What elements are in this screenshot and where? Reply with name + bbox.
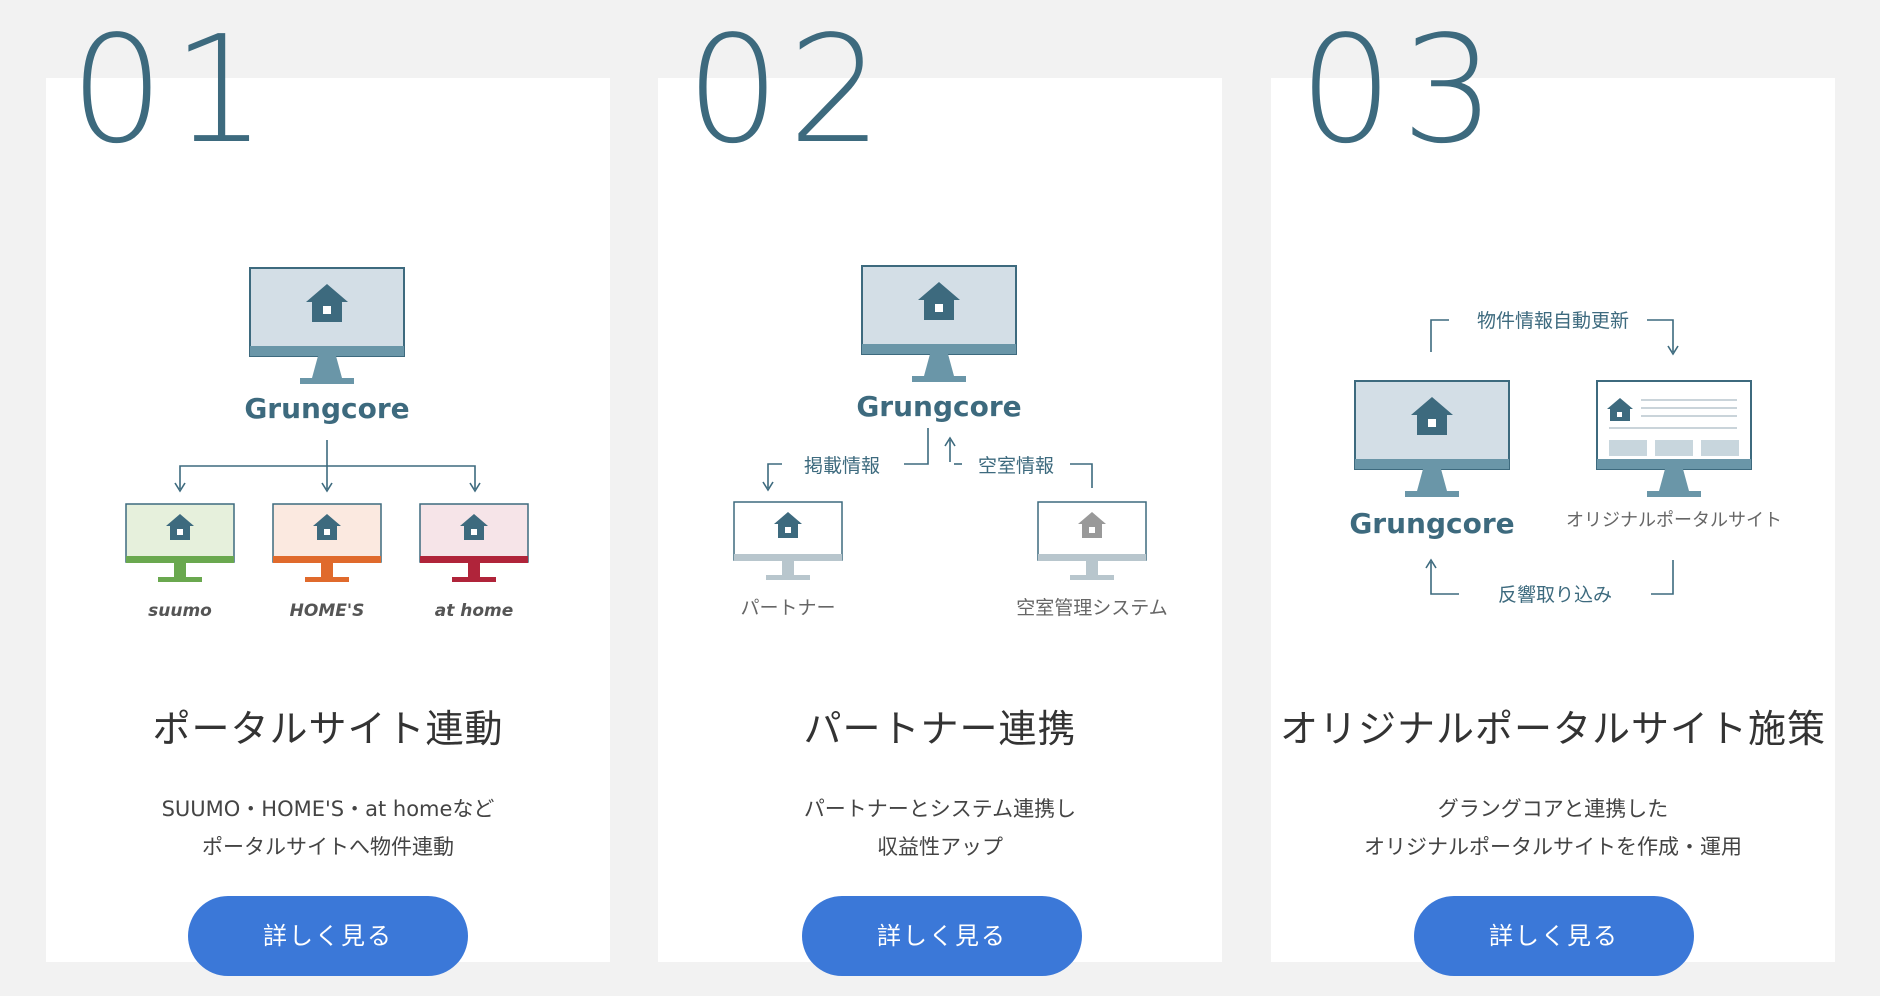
desc-line-2: オリジナルポータルサイトを作成・運用 xyxy=(1364,835,1742,859)
desc-line-1: パートナーとシステム連携し xyxy=(803,797,1077,821)
more-button[interactable]: 詳しく見る xyxy=(188,896,468,976)
inquiry-import-arrow xyxy=(1425,558,1674,595)
main-monitor-icon xyxy=(249,267,405,384)
card-description: SUUMO・HOME'S・at homeなど ポータルサイトへ物件連動 xyxy=(46,790,610,866)
partner-monitor-icon xyxy=(733,501,843,580)
card-title: ポータルサイト連動 xyxy=(152,707,504,751)
more-button[interactable]: 詳しく見る xyxy=(1414,896,1694,976)
desc-line-2: ポータルサイトへ物件連動 xyxy=(202,835,454,859)
main-monitor-icon xyxy=(861,265,1017,382)
desc-line-2: 収益性アップ xyxy=(877,835,1003,859)
card-description: グラングコアと連携した オリジナルポータルサイトを作成・運用 xyxy=(1271,790,1835,866)
desc-line-1: グラングコアと連携した xyxy=(1437,797,1669,821)
flow-arrows xyxy=(762,428,1093,492)
card-title: パートナー連携 xyxy=(803,707,1077,751)
vacancy-system-monitor-icon xyxy=(1037,501,1147,580)
partner-label: パートナー xyxy=(740,597,835,619)
step-number: 01 xyxy=(70,4,275,176)
step-number: 03 xyxy=(1299,4,1504,176)
distribution-arrows xyxy=(174,440,481,493)
auto-update-arrow xyxy=(1430,319,1679,356)
more-button[interactable]: 詳しく見る xyxy=(802,896,1082,976)
grungcore-logo: Grungcore xyxy=(244,392,409,425)
original-portal-illustration: 物件情報自動更新 xyxy=(1271,156,1835,676)
partner-link-illustration: Grungcore 掲載情報 空室情報 xyxy=(658,156,1222,676)
card-portal-link: Grungcore xyxy=(46,16,610,976)
athome-monitor-icon xyxy=(419,503,529,582)
card-title: オリジナルポータルサイト施策 xyxy=(1279,707,1826,751)
auto-update-label: 物件情報自動更新 xyxy=(1477,310,1629,332)
card-description: パートナーとシステム連携し 収益性アップ xyxy=(658,790,1222,866)
card-original-portal: 物件情報自動更新 xyxy=(1271,16,1835,976)
inquiry-import-label: 反響取り込み xyxy=(1498,584,1612,606)
homes-monitor-icon xyxy=(272,503,382,582)
step-number: 02 xyxy=(686,4,891,176)
original-portal-monitor-icon xyxy=(1596,380,1752,497)
suumo-label: suumo xyxy=(148,601,212,621)
homes-label: HOME'S xyxy=(290,601,365,621)
suumo-monitor-icon xyxy=(125,503,235,582)
grungcore-monitor-icon xyxy=(1354,380,1510,497)
arrow-label-listing: 掲載情報 xyxy=(804,455,880,477)
athome-label: at home xyxy=(435,601,514,621)
desc-line-1: SUUMO・HOME'S・at homeなど xyxy=(161,797,495,821)
vacancy-system-label: 空室管理システム xyxy=(1016,597,1167,619)
arrow-label-vacancy: 空室情報 xyxy=(978,455,1054,477)
grungcore-logo: Grungcore xyxy=(1349,507,1514,540)
original-portal-label: オリジナルポータルサイト xyxy=(1566,510,1782,531)
card-partner-link: Grungcore 掲載情報 空室情報 xyxy=(658,16,1222,976)
grungcore-logo: Grungcore xyxy=(856,390,1021,423)
portal-link-illustration: Grungcore xyxy=(46,156,610,676)
